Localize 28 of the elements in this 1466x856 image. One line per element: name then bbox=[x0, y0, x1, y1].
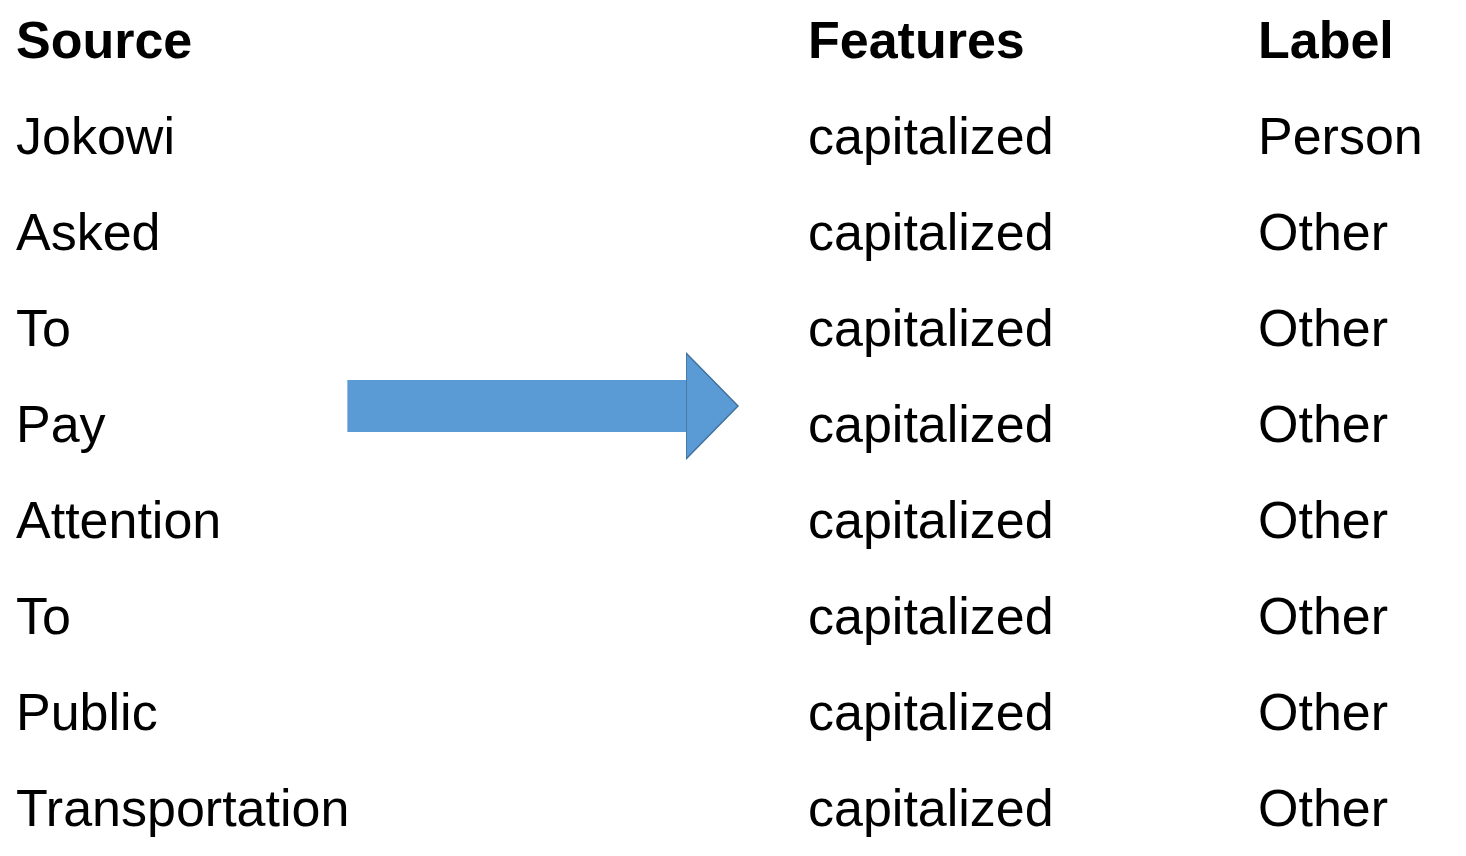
table-text: Other bbox=[1258, 778, 1389, 839]
table-text: Other bbox=[1258, 394, 1389, 455]
column-heading: Label bbox=[1258, 10, 1394, 71]
table-text: Other bbox=[1258, 202, 1389, 263]
column-heading: Source bbox=[16, 10, 193, 71]
table-text: Public bbox=[16, 682, 158, 743]
table-text: Person bbox=[1258, 106, 1423, 167]
table-text: capitalized bbox=[808, 778, 1054, 839]
table-text: Other bbox=[1258, 682, 1389, 743]
table-text: To bbox=[16, 586, 71, 647]
table-text: capitalized bbox=[808, 586, 1054, 647]
table-text: Other bbox=[1258, 586, 1389, 647]
table-text: Transportation bbox=[16, 778, 350, 839]
table-text: To bbox=[16, 298, 71, 359]
table-text: capitalized bbox=[808, 490, 1054, 551]
table-text: capitalized bbox=[808, 202, 1054, 263]
table-text: Other bbox=[1258, 490, 1389, 551]
table-text: Jokowi bbox=[16, 106, 175, 167]
table-text: capitalized bbox=[808, 682, 1054, 743]
table-text: capitalized bbox=[808, 298, 1054, 359]
table-text: capitalized bbox=[808, 106, 1054, 167]
block-arrow bbox=[347, 352, 739, 460]
table-text: Asked bbox=[16, 202, 161, 263]
table-text: Attention bbox=[16, 490, 222, 551]
table-text: Other bbox=[1258, 298, 1389, 359]
table-text: capitalized bbox=[808, 394, 1054, 455]
table-text: Pay bbox=[16, 394, 106, 455]
column-heading: Features bbox=[808, 10, 1025, 71]
